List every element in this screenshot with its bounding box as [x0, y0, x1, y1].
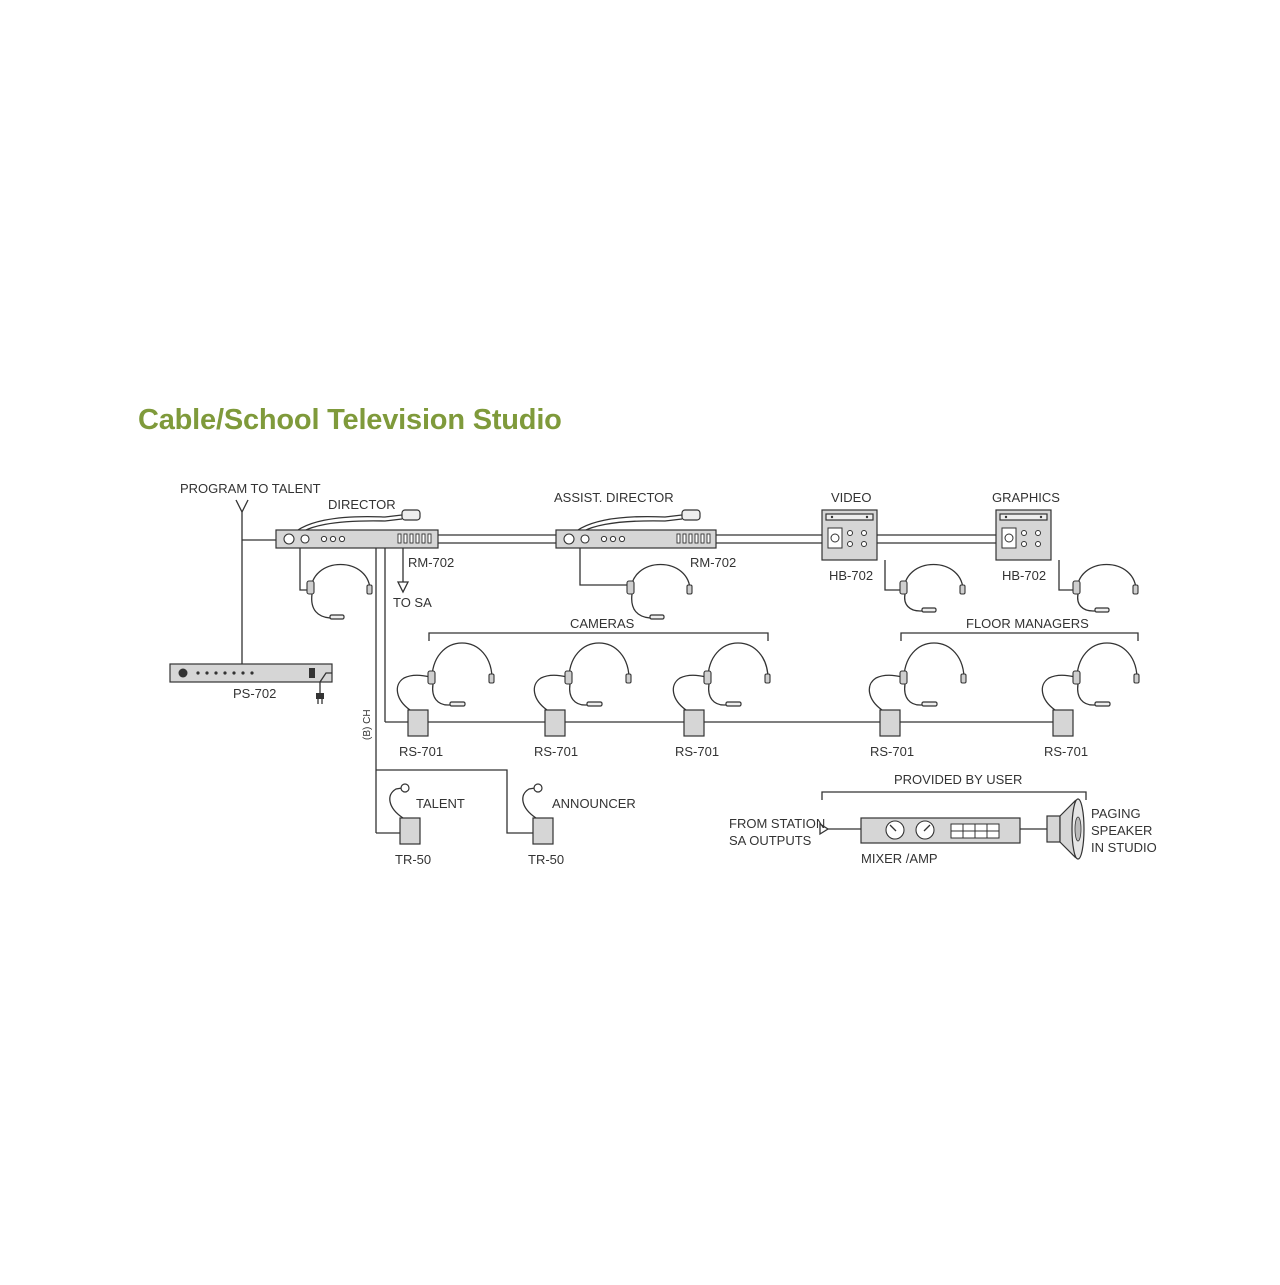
video-station: VIDEO HB-702 — [821, 490, 966, 613]
label-tr50-talent: TR-50 — [395, 852, 431, 867]
floor-managers-group: FLOOR MANAGERS — [900, 616, 1139, 641]
headset-icon — [626, 563, 693, 620]
rm702-assist-unit — [555, 529, 717, 549]
assist-director-station: ASSIST. DIRECTOR RM-702 — [554, 490, 736, 620]
label-cameras: CAMERAS — [570, 616, 635, 631]
tr50-talent: TALENT TR-50 — [376, 783, 465, 867]
label-rs701-1: RS-701 — [399, 744, 443, 759]
mic-head-icon — [401, 509, 421, 521]
label-provided-by-user: PROVIDED BY USER — [894, 772, 1022, 787]
label-director: DIRECTOR — [328, 497, 396, 512]
paging-system: PROVIDED BY USER FROM STATION SA OUTPUTS… — [729, 772, 1157, 866]
tr50-announcer: ANNOUNCER TR-50 — [376, 769, 636, 867]
label-rs701-4: RS-701 — [870, 744, 914, 759]
label-paging-1: PAGING — [1091, 806, 1141, 821]
director-station: DIRECTOR RM-702 TO SA — [275, 497, 454, 620]
label-to-sa: TO SA — [393, 595, 432, 610]
headset-icon — [899, 563, 966, 613]
label-from-station-1: FROM STATION — [729, 816, 825, 831]
label-channel-b: (B) CH — [362, 709, 373, 740]
rs701-beltpack-3: RS-701 — [672, 642, 771, 759]
earpiece-icon — [400, 783, 410, 793]
label-talent: TALENT — [416, 796, 465, 811]
label-graphics: GRAPHICS — [992, 490, 1060, 505]
label-video: VIDEO — [831, 490, 871, 505]
speaker-icon — [1046, 798, 1085, 860]
label-tr50-announcer: TR-50 — [528, 852, 564, 867]
label-assist-director: ASSIST. DIRECTOR — [554, 490, 674, 505]
mic-head-icon — [681, 509, 701, 521]
label-program-to-talent: PROGRAM TO TALENT — [180, 481, 321, 496]
rs701-beltpack-2: RS-701 — [533, 642, 632, 759]
label-ps702: PS-702 — [233, 686, 276, 701]
cameras-group: CAMERAS — [428, 616, 769, 641]
label-paging-2: SPEAKER — [1091, 823, 1152, 838]
label-rs701-2: RS-701 — [534, 744, 578, 759]
channel-b-lines: (B) CH — [362, 548, 1063, 833]
label-hb702-video: HB-702 — [829, 568, 873, 583]
label-announcer: ANNOUNCER — [552, 796, 636, 811]
label-hb702-graphics: HB-702 — [1002, 568, 1046, 583]
program-to-talent-feed: PROGRAM TO TALENT — [180, 481, 321, 664]
label-rs701-3: RS-701 — [675, 744, 719, 759]
rm702-director-unit — [275, 529, 439, 549]
label-rs701-5: RS-701 — [1044, 744, 1088, 759]
label-paging-3: IN STUDIO — [1091, 840, 1157, 855]
label-mixer-amp: MIXER /AMP — [861, 851, 938, 866]
power-plug-icon — [316, 693, 324, 699]
earpiece-icon — [533, 783, 543, 793]
rs701-beltpack-1: RS-701 — [396, 642, 495, 759]
rs701-beltpack-4: RS-701 — [868, 642, 967, 759]
ps702-power-supply: PS-702 — [169, 663, 333, 704]
headset-icon — [1072, 563, 1139, 613]
graphics-station: GRAPHICS HB-702 — [992, 490, 1139, 613]
headset-icon — [306, 563, 373, 620]
label-rm702-director: RM-702 — [408, 555, 454, 570]
rs701-beltpack-5: RS-701 — [1041, 642, 1140, 759]
main-bus — [438, 534, 996, 544]
label-rm702-assist: RM-702 — [690, 555, 736, 570]
label-floor-managers: FLOOR MANAGERS — [966, 616, 1089, 631]
page-title: Cable/School Television Studio — [138, 404, 562, 436]
label-from-station-2: SA OUTPUTS — [729, 833, 812, 848]
